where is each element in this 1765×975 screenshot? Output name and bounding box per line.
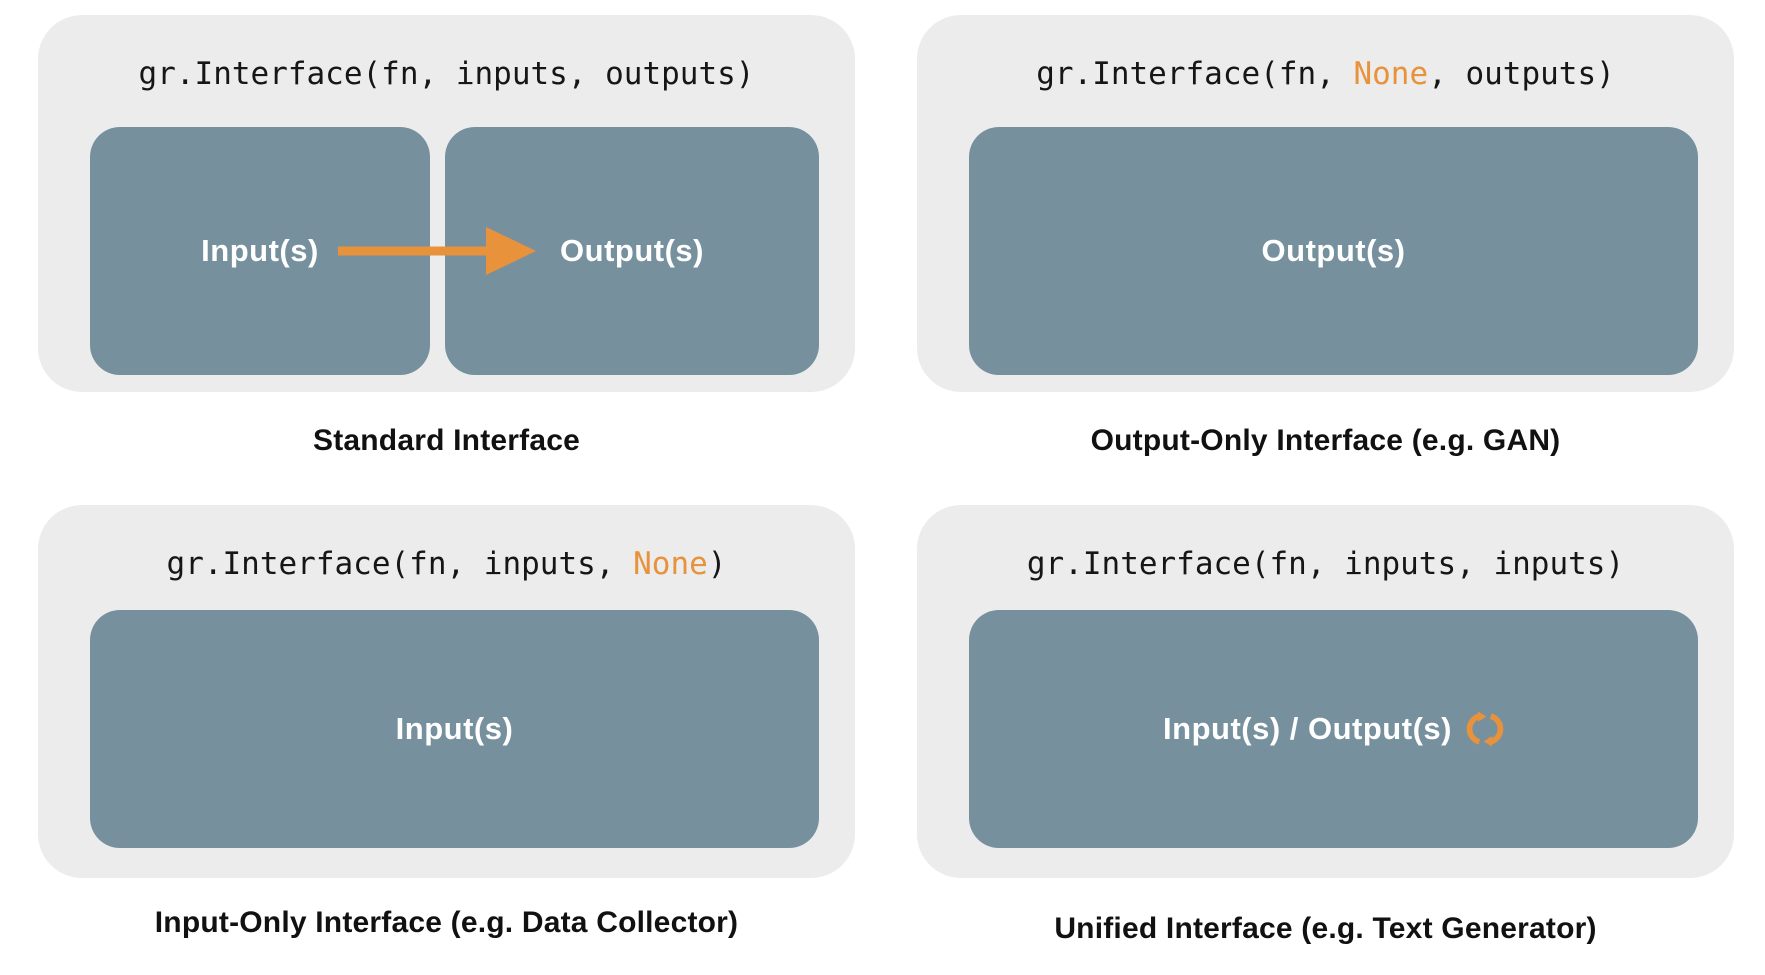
input-output-box: Input(s) / Output(s) xyxy=(969,610,1698,848)
output-box-label: Output(s) xyxy=(1261,233,1406,268)
code-text: gr.Interface(fn, inputs, xyxy=(166,546,634,582)
code-none-highlight: None xyxy=(633,546,708,582)
caption-input-only-interface: Input-Only Interface (e.g. Data Collecto… xyxy=(154,906,739,939)
code-line-input-only: gr.Interface(fn, inputs, None) xyxy=(38,543,855,585)
code-line-unified: gr.Interface(fn, inputs, inputs) xyxy=(917,543,1734,585)
panel-output-only-interface: gr.Interface(fn, None, outputs) Output(s… xyxy=(917,15,1734,392)
caption-output-only-interface: Output-Only Interface (e.g. GAN) xyxy=(1090,424,1561,457)
code-text: ) xyxy=(707,546,727,582)
sync-icon xyxy=(1466,711,1504,747)
code-text: gr.Interface(fn, inputs, inputs) xyxy=(1026,546,1625,582)
input-box: Input(s) xyxy=(90,610,819,848)
input-box-label: Input(s) xyxy=(201,233,319,268)
output-box: Output(s) xyxy=(445,127,819,375)
output-box: Output(s) xyxy=(969,127,1698,375)
code-none-highlight: None xyxy=(1353,56,1429,92)
box-area-unified: Input(s) / Output(s) xyxy=(969,610,1698,848)
box-area-output-only: Output(s) xyxy=(969,127,1698,375)
input-box-label: Input(s) xyxy=(395,711,514,746)
input-output-box-label: Input(s) / Output(s) xyxy=(1163,711,1452,746)
caption-unified-interface: Unified Interface (e.g. Text Generator) xyxy=(1054,912,1597,945)
panel-standard-interface: gr.Interface(fn, inputs, outputs) Input(… xyxy=(38,15,855,392)
code-text: gr.Interface(fn, xyxy=(1036,56,1354,92)
code-text: , outputs) xyxy=(1428,56,1615,92)
code-line-output-only: gr.Interface(fn, None, outputs) xyxy=(917,53,1734,95)
box-area-input-only: Input(s) xyxy=(90,610,819,848)
caption-standard-interface: Standard Interface xyxy=(312,424,580,457)
output-box-label: Output(s) xyxy=(560,233,704,268)
code-line-standard: gr.Interface(fn, inputs, outputs) xyxy=(38,53,855,95)
box-area-standard: Input(s) Output(s) xyxy=(90,127,819,375)
code-text: gr.Interface(fn, inputs, outputs) xyxy=(138,56,755,92)
panel-unified-interface: gr.Interface(fn, inputs, inputs) Input(s… xyxy=(917,505,1734,878)
input-box: Input(s) xyxy=(90,127,430,375)
panel-input-only-interface: gr.Interface(fn, inputs, None) Input(s) xyxy=(38,505,855,878)
